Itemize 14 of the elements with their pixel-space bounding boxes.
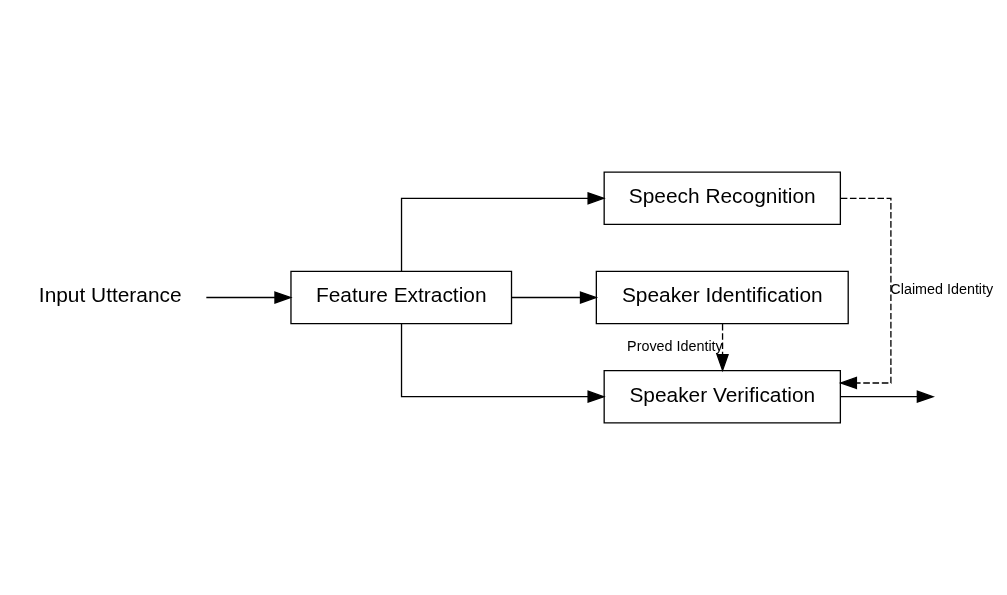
node-box: Speaker Verification: [603, 369, 842, 424]
arrow: [205, 291, 293, 304]
node-text: Input Utterance: [38, 283, 182, 307]
arrow: [716, 323, 729, 373]
edge-label: Proved Identity: [627, 337, 723, 354]
arrow: [840, 390, 935, 404]
arrow: [400, 191, 606, 272]
node-box: Feature Extraction: [290, 270, 513, 325]
node-box: Speaker Identification: [595, 270, 849, 325]
arrow: [511, 291, 599, 304]
node-box: Speech Recognition: [603, 171, 842, 226]
arrow: [400, 323, 606, 404]
edge-label: Claimed Identity: [890, 281, 994, 298]
arrow: [838, 197, 892, 390]
